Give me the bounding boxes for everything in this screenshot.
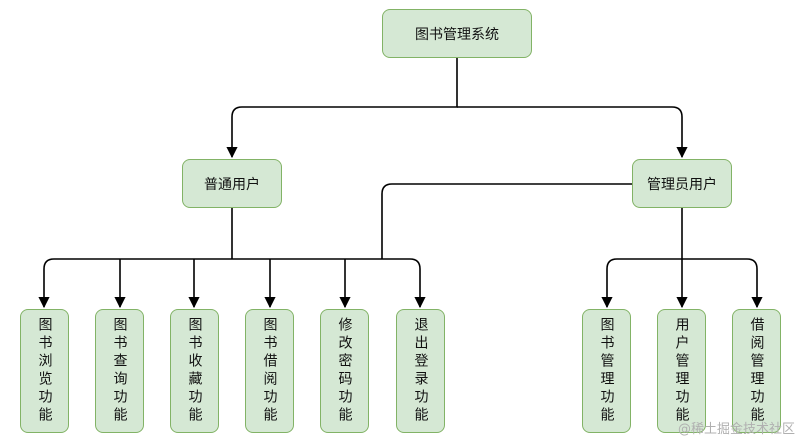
function-label: 图书收藏功能 [186, 317, 203, 425]
root-node: 图书管理系统 [382, 9, 532, 58]
function-node-user-manage: 用户管理功能 [657, 309, 706, 433]
role-label: 普通用户 [204, 176, 260, 193]
function-label: 借阅管理功能 [748, 317, 765, 425]
watermark: @稀土掘金技术社区 [677, 422, 795, 437]
function-label: 用户管理功能 [673, 317, 690, 425]
role-label: 管理员用户 [647, 176, 717, 193]
edge-root-to-admin-user [457, 106, 688, 159]
edge-to-book-borrow [232, 258, 426, 309]
edge-to-borrow-manage [682, 258, 763, 309]
function-node-book-manage: 图书管理功能 [582, 309, 631, 433]
role-node-admin-user: 管理员用户 [632, 159, 732, 208]
function-label: 退出登录功能 [412, 317, 429, 425]
function-label: 图书查询功能 [111, 317, 128, 425]
role-node-normal-user: 普通用户 [182, 159, 282, 208]
function-label: 修改密码功能 [336, 317, 353, 425]
function-node-book-borrow: 图书借阅功能 [245, 309, 294, 433]
function-label: 图书借阅功能 [261, 317, 278, 425]
function-node-book-favorite: 图书收藏功能 [170, 309, 219, 433]
function-label: 图书管理功能 [598, 317, 615, 425]
function-node-book-query: 图书查询功能 [95, 309, 144, 433]
function-node-logout: 退出登录功能 [396, 309, 445, 433]
function-label: 图书浏览功能 [36, 317, 53, 425]
edge-root-to-normal-user [226, 58, 458, 159]
edge-to-book-manage [601, 258, 682, 309]
function-node-book-browse: 图书浏览功能 [20, 309, 69, 433]
edge-to-book-browse [38, 258, 232, 309]
function-node-change-password: 修改密码功能 [320, 309, 369, 433]
edge-admin-to-shared [381, 183, 632, 259]
function-node-borrow-manage: 借阅管理功能 [732, 309, 781, 433]
root-label: 图书管理系统 [415, 26, 499, 43]
